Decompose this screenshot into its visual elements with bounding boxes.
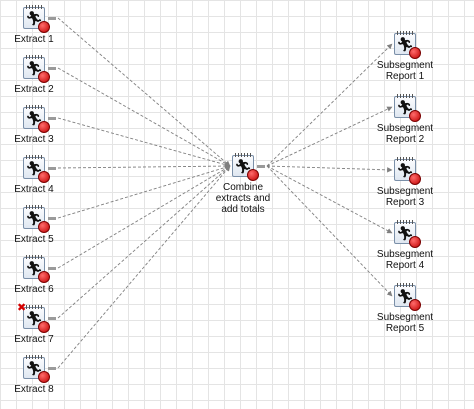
red-status-dot-icon — [38, 171, 50, 183]
output-port[interactable] — [48, 67, 56, 70]
notebook-rings — [26, 155, 42, 159]
extract-node[interactable]: 🏃︎Extract 3 — [0, 105, 84, 159]
notebook-rings — [26, 205, 42, 209]
red-status-dot-icon — [409, 173, 421, 185]
program-runner-icon[interactable]: 🏃︎ — [23, 105, 50, 133]
node-label: Extract 6 — [14, 284, 54, 295]
extract-node[interactable]: 🏃︎Extract 6 — [0, 255, 84, 309]
program-runner-icon[interactable]: 🏃︎ — [394, 94, 421, 122]
extract-node[interactable]: 🏃︎Extract 5 — [0, 205, 84, 259]
extract-node[interactable]: 🏃︎✖Extract 7 — [0, 302, 84, 359]
node-label: Extract 2 — [14, 84, 54, 95]
node-label-line: Subsegment — [376, 186, 434, 197]
program-runner-icon[interactable]: 🏃︎ — [23, 55, 50, 83]
notebook-rings — [26, 305, 42, 309]
program-runner-icon[interactable]: 🏃︎ — [23, 255, 50, 283]
red-status-dot-icon — [38, 321, 50, 333]
program-runner-icon[interactable]: 🏃︎ — [394, 283, 421, 311]
notebook-rings — [26, 5, 42, 9]
node-label: Extract 7 — [14, 334, 54, 345]
red-status-dot-icon — [38, 271, 50, 283]
program-runner-icon[interactable]: 🏃︎ — [232, 153, 259, 181]
red-status-dot-icon — [38, 71, 50, 83]
node-label-line: Report 4 — [385, 260, 425, 271]
red-status-dot-icon — [38, 221, 50, 233]
red-status-dot-icon — [38, 21, 50, 33]
notebook-rings — [235, 153, 251, 157]
node-label: Extract 4 — [14, 184, 54, 195]
node-label-line: Combine — [222, 182, 264, 193]
node-label: Extract 1 — [14, 34, 54, 45]
red-status-dot-icon — [38, 121, 50, 133]
node-label-line: Subsegment — [376, 60, 434, 71]
notebook-rings — [397, 94, 413, 98]
red-status-dot-icon — [409, 110, 421, 122]
node-label-line: Report 1 — [385, 71, 425, 82]
program-runner-icon[interactable]: 🏃︎ — [394, 220, 421, 248]
program-runner-icon[interactable]: 🏃︎ — [23, 205, 50, 233]
node-label-line: Subsegment — [376, 249, 434, 260]
node-label-line: add totals — [221, 204, 265, 215]
red-x-error-icon: ✖ — [17, 301, 27, 314]
program-runner-icon[interactable]: 🏃︎✖ — [17, 302, 50, 333]
red-status-dot-icon — [409, 236, 421, 248]
output-port[interactable] — [257, 165, 265, 168]
output-port[interactable] — [48, 117, 56, 120]
program-runner-icon[interactable]: 🏃︎ — [23, 155, 50, 183]
notebook-rings — [397, 157, 413, 161]
node-label: Extract 5 — [14, 234, 54, 245]
node-label-line: Report 2 — [385, 134, 425, 145]
extract-node[interactable]: 🏃︎Extract 4 — [0, 155, 84, 209]
program-runner-icon[interactable]: 🏃︎ — [23, 5, 50, 33]
node-label: Extract 8 — [14, 384, 54, 395]
notebook-rings — [26, 105, 42, 109]
extract-node[interactable]: 🏃︎Extract 1 — [0, 5, 84, 59]
output-port[interactable] — [48, 317, 56, 320]
notebook-rings — [397, 31, 413, 35]
output-port[interactable] — [48, 167, 56, 170]
node-label-line: Report 3 — [385, 197, 425, 208]
output-port[interactable] — [48, 367, 56, 370]
notebook-rings — [26, 55, 42, 59]
program-runner-icon[interactable]: 🏃︎ — [394, 31, 421, 59]
program-runner-icon[interactable]: 🏃︎ — [23, 355, 50, 383]
notebook-rings — [397, 283, 413, 287]
red-status-dot-icon — [409, 47, 421, 59]
red-status-dot-icon — [38, 371, 50, 383]
extract-node[interactable]: 🏃︎Extract 8 — [0, 355, 84, 409]
notebook-rings — [397, 220, 413, 224]
program-runner-icon[interactable]: 🏃︎ — [394, 157, 421, 185]
node-label: Extract 3 — [14, 134, 54, 145]
node-label-line: Subsegment — [376, 312, 434, 323]
node-label-line: Report 5 — [385, 323, 425, 334]
output-port[interactable] — [48, 267, 56, 270]
red-status-dot-icon — [247, 169, 259, 181]
node-label-line: extracts and — [215, 193, 271, 204]
notebook-rings — [26, 355, 42, 359]
extract-node[interactable]: 🏃︎Extract 2 — [0, 55, 84, 109]
notebook-rings — [26, 255, 42, 259]
red-status-dot-icon — [409, 299, 421, 311]
output-port[interactable] — [48, 217, 56, 220]
node-label-line: Subsegment — [376, 123, 434, 134]
output-port[interactable] — [48, 17, 56, 20]
